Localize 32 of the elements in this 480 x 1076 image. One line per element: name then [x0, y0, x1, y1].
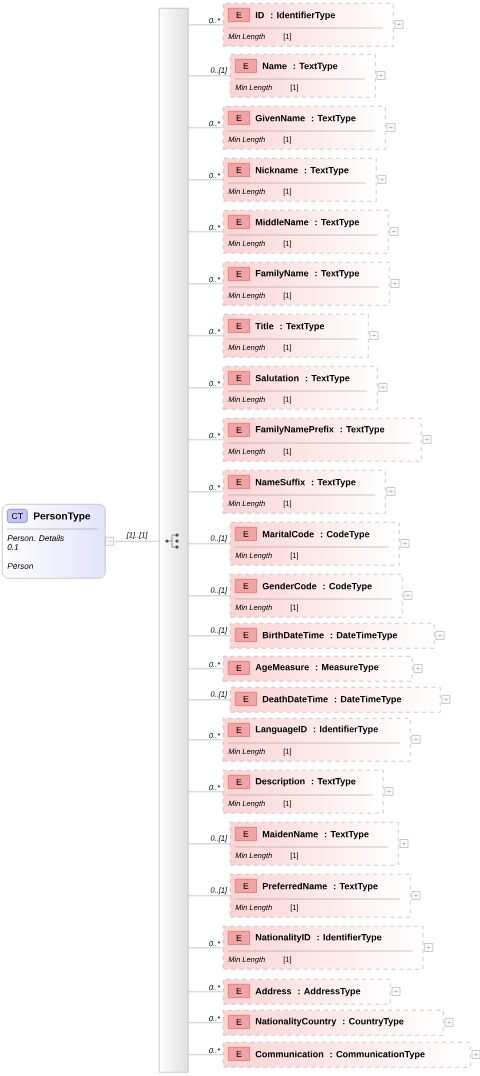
- connector-line: [188, 739, 224, 741]
- connector-line: [188, 387, 224, 389]
- element-box: E BirthDateTime : DateTimeType: [230, 623, 435, 649]
- connector-line: [188, 335, 224, 337]
- connector-line: [188, 895, 231, 897]
- connector-line: [188, 635, 231, 637]
- element-box: E Communication : CommunicationType: [223, 1042, 471, 1068]
- element-box: E DeathDateTime : DateTimeType: [230, 687, 441, 713]
- connector-line: [188, 439, 224, 441]
- connector-line: [188, 1022, 224, 1024]
- connector-line: [188, 543, 231, 545]
- connector-line: [188, 179, 224, 181]
- connector-line: [188, 947, 224, 949]
- connector-line: [188, 668, 224, 670]
- connector-line: [188, 1054, 224, 1056]
- element-box: E Address : AddressType: [223, 979, 391, 1005]
- connector-line: [188, 127, 224, 129]
- complex-type-box: CT PersonType Person. Details 0.1 Person: [2, 504, 114, 579]
- connector-line: [188, 24, 224, 26]
- connector-line: [114, 541, 160, 542]
- connector-line: [188, 791, 224, 793]
- connector-line: [188, 75, 231, 77]
- sequence-bar: [159, 8, 189, 1073]
- connector-line: [188, 283, 224, 285]
- element-box: E NationalityCountry : CountryType: [223, 1010, 444, 1036]
- connector-line: [188, 491, 224, 493]
- connector-line: [188, 231, 224, 233]
- connector-line: [188, 595, 231, 597]
- element-box: E AgeMeasure : MeasureType: [223, 656, 413, 682]
- connector-line: [188, 699, 231, 701]
- connector-line: [188, 843, 231, 845]
- connector-line: [188, 991, 224, 993]
